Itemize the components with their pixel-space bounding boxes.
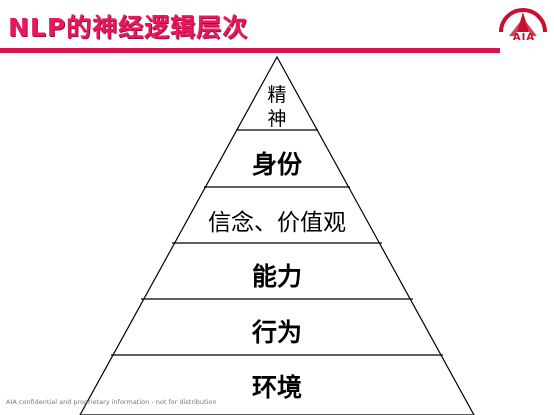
- confidential-footer: AIA confidential and proprietary informa…: [6, 398, 217, 406]
- logo-wordmark: AIA: [512, 32, 536, 43]
- title-divider: [0, 48, 500, 53]
- pyramid-level-identity: 身份: [251, 150, 302, 179]
- aia-logo-icon: [499, 8, 547, 36]
- pyramid-level-behavior: 行为: [251, 318, 302, 347]
- slide-title: NLP的神经逻辑层次: [8, 13, 249, 42]
- pyramid-outline: [79, 55, 475, 415]
- pyramid-level-beliefs-values: 信念、价值观: [208, 210, 346, 236]
- pyramid-level-environment: 环境: [251, 373, 302, 402]
- pyramid-level-spirit: 精神: [267, 84, 287, 130]
- pyramid-level-capability: 能力: [251, 262, 302, 291]
